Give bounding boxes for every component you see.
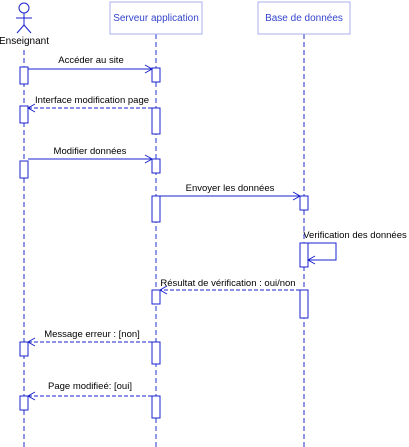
actor-label: Enseignant [0,36,49,47]
server-activation [151,289,161,305]
message-label: Message erreur : [non] [44,329,140,340]
actor-activation [19,341,29,357]
database-header-box [257,1,351,35]
self-message-arrow [304,242,337,265]
database-activation [299,242,309,268]
message-label: Résultat de vérification : oui/non [160,278,295,289]
server-activation [151,395,161,419]
server-activation [151,67,161,83]
database-activation [299,289,309,319]
server-activation [151,195,161,223]
message-arrow [28,154,154,164]
database-header-label: Base de données [265,13,343,24]
return-arrow [158,285,300,295]
message-label: Modifier données [54,146,127,157]
return-arrow [26,391,152,401]
message-label: Interface modification page [35,95,149,106]
return-arrow [26,337,152,347]
actor-icon [16,2,32,34]
message-label: Envoyer les données [186,183,275,194]
actor-activation [19,395,29,411]
database-activation [299,195,309,211]
message-arrow [28,64,154,74]
message-label: Accéder au site [58,55,123,66]
message-arrow [160,191,302,201]
server-header-box [109,1,203,35]
actor-activation [19,105,29,124]
actor-activation [19,160,29,179]
return-arrow [26,103,152,113]
actor-activation [19,66,29,85]
message-label: Verification des données [303,230,407,241]
message-label: Page modifieé: [oui] [48,381,132,392]
server-activation [151,158,161,174]
server-activation [151,107,161,135]
server-activation [151,341,161,365]
server-header-label: Serveur application [113,13,199,24]
